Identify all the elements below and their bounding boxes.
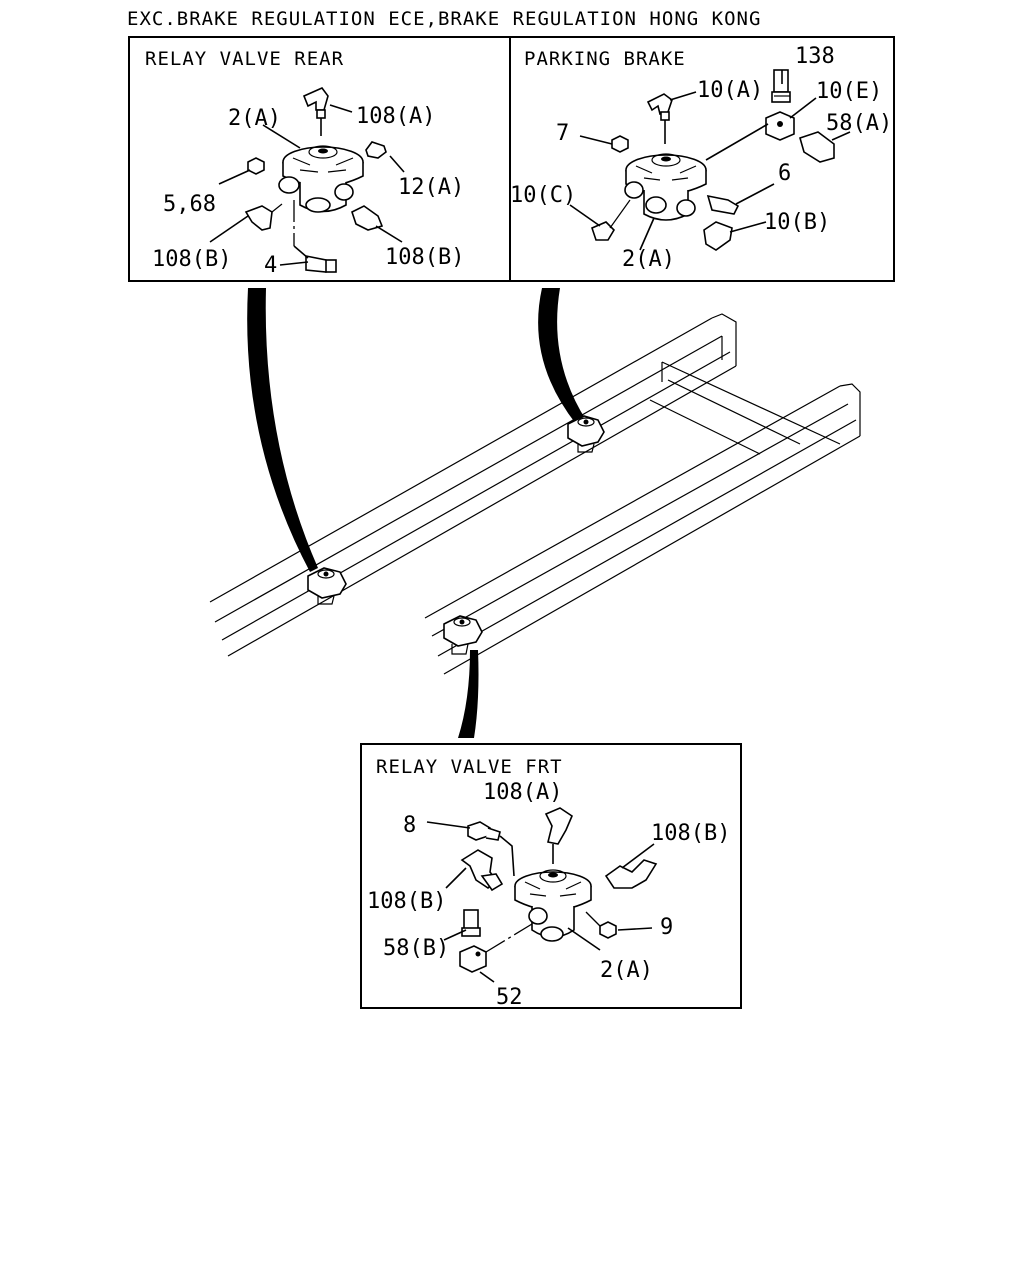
elbow-fitting-rear-left bbox=[244, 203, 283, 231]
tee-fitting-parking bbox=[765, 111, 795, 141]
nut-front-9 bbox=[599, 921, 617, 939]
nut-rear-left bbox=[247, 157, 265, 175]
callout-front-108b-right: 108(B) bbox=[651, 821, 730, 846]
panel-title-relay-front: RELAY VALVE FRT bbox=[376, 756, 563, 778]
callout-parking-138: 138 bbox=[795, 44, 835, 69]
elbow-fitting-rear-top bbox=[302, 87, 329, 136]
callout-rear-108b-left: 108(B) bbox=[152, 247, 231, 272]
callout-front-9: 9 bbox=[660, 915, 673, 940]
panel-relay-valve-rear: RELAY VALVE REAR bbox=[145, 48, 464, 278]
callout-parking-10a: 10(A) bbox=[697, 78, 763, 103]
callout-rear-108a: 108(A) bbox=[356, 104, 435, 129]
leader-lines-front bbox=[426, 821, 655, 983]
leader-lines-rear bbox=[209, 104, 405, 266]
callout-front-58b: 58(B) bbox=[383, 936, 449, 961]
bolt-parking-6 bbox=[706, 194, 740, 215]
callout-parking-10e: 10(E) bbox=[816, 79, 882, 104]
top-panel-frame bbox=[128, 36, 895, 282]
callout-parking-2a: 2(A) bbox=[622, 247, 675, 272]
parking-brake-valve-body bbox=[624, 153, 707, 221]
callout-front-8: 8 bbox=[403, 813, 416, 838]
panel-relay-valve-front: RELAY VALVE FRT bbox=[360, 743, 742, 1010]
frame-valve-parking bbox=[567, 415, 605, 453]
frame-valve-rear bbox=[307, 567, 347, 605]
frame-valve-front bbox=[443, 615, 483, 655]
plug-138 bbox=[771, 69, 791, 103]
callout-front-108b-left: 108(B) bbox=[367, 889, 446, 914]
callout-front-52: 52 bbox=[496, 985, 523, 1010]
leader-lines-parking bbox=[569, 70, 851, 251]
bolt-front-8 bbox=[467, 821, 515, 877]
elbow-fitting-parking-10b bbox=[703, 221, 733, 251]
callout-parking-10c: 10(C) bbox=[510, 183, 576, 208]
elbow-fitting-front-top bbox=[544, 807, 573, 864]
diagram-header: EXC.BRAKE REGULATION ECE,BRAKE REGULATIO… bbox=[127, 8, 761, 30]
plug-front-58b bbox=[461, 909, 481, 937]
elbow-fitting-front-left bbox=[460, 849, 504, 892]
callout-parking-10b: 10(B) bbox=[764, 210, 830, 235]
callout-parking-58a: 58(A) bbox=[826, 111, 892, 136]
panel-parking-brake: PARKING BRAKE bbox=[510, 44, 892, 272]
callout-parking-6: 6 bbox=[778, 161, 791, 186]
pointer-arrows bbox=[247, 288, 586, 738]
callout-rear-108b-right: 108(B) bbox=[385, 245, 464, 270]
elbow-fitting-parking-top bbox=[646, 93, 673, 144]
nipple-fitting-rear-right bbox=[365, 141, 387, 159]
nut-parking-7 bbox=[611, 135, 629, 153]
bolt-rear bbox=[293, 200, 337, 273]
connector-58a bbox=[799, 131, 835, 163]
elbow-fitting-rear-right bbox=[351, 205, 384, 231]
relay-valve-rear-body bbox=[278, 145, 364, 213]
panel-title-parking-brake: PARKING BRAKE bbox=[524, 48, 686, 70]
callout-parking-7: 7 bbox=[556, 121, 569, 146]
chassis-frame bbox=[209, 313, 861, 675]
elbow-fitting-front-right bbox=[604, 859, 658, 889]
callout-rear-4: 4 bbox=[264, 253, 277, 278]
callout-rear-5-68: 5,68 bbox=[163, 192, 216, 217]
callout-rear-12a: 12(A) bbox=[398, 175, 464, 200]
callout-front-108a: 108(A) bbox=[483, 780, 562, 805]
callout-rear-2a: 2(A) bbox=[228, 106, 281, 131]
relay-valve-front-body bbox=[514, 869, 592, 942]
panel-title-relay-rear: RELAY VALVE REAR bbox=[145, 48, 344, 70]
callout-front-2a: 2(A) bbox=[600, 958, 653, 983]
block-front-52 bbox=[459, 945, 487, 973]
fitting-parking-10c bbox=[591, 221, 616, 241]
